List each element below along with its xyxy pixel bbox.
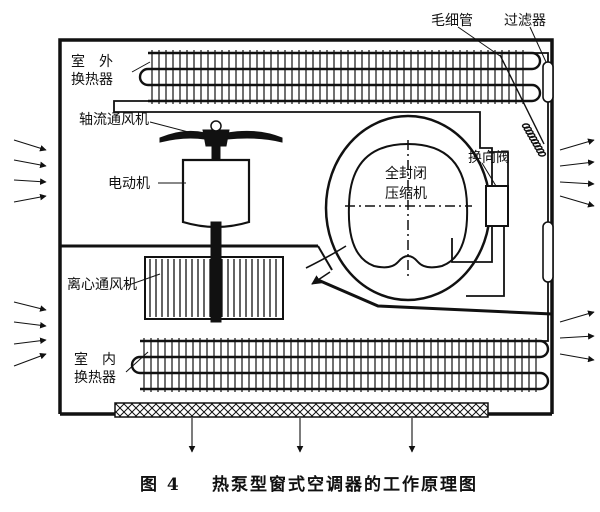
centrifugal-fan (144, 249, 284, 323)
compressor (324, 114, 492, 302)
label-outdoor-hx-2: 换热器 (71, 71, 113, 88)
axial-fan (159, 120, 283, 161)
label-centrifugal-fan: 离心通风机 (67, 276, 137, 293)
label-capillary: 毛细管 (431, 13, 473, 29)
reversing-valve (485, 185, 509, 227)
figure-caption: 图 4 热泵型窗式空调器的工作原理图 (140, 474, 478, 495)
outdoor-heat-exchanger (138, 50, 542, 104)
leader-lines (125, 26, 547, 373)
capillary-tube (499, 54, 547, 157)
label-reversing-valve: 换向阀 (468, 149, 510, 166)
label-axial-fan: 轴流通风机 (79, 112, 149, 128)
diagram-labels: 室 外 换热器 毛细管 过滤器 轴流通风机 电动机 全封闭 压缩机 换向阀 离心… (67, 13, 546, 386)
air-filter-mesh (114, 402, 489, 418)
refrigerant-filter (542, 61, 554, 103)
label-outdoor-hx-1: 室 外 (71, 53, 113, 70)
motor (181, 158, 251, 251)
indoor-heat-exchanger (130, 338, 550, 392)
label-compressor-1: 全封闭 (385, 165, 427, 182)
air-deflector (305, 245, 347, 285)
caption-title: 热泵型窗式空调器的工作原理图 (212, 474, 478, 495)
label-compressor-2: 压缩机 (385, 186, 427, 202)
refrigerant-filter-lower (542, 221, 554, 283)
label-filter: 过滤器 (504, 13, 546, 29)
label-indoor-hx-1: 室 内 (74, 351, 116, 368)
caption-figure-number: 图 4 (140, 475, 181, 495)
label-indoor-hx-2: 换热器 (74, 369, 116, 386)
label-motor: 电动机 (108, 176, 150, 192)
airflow-arrows (13, 138, 595, 453)
refrigerant-piping (113, 52, 549, 342)
